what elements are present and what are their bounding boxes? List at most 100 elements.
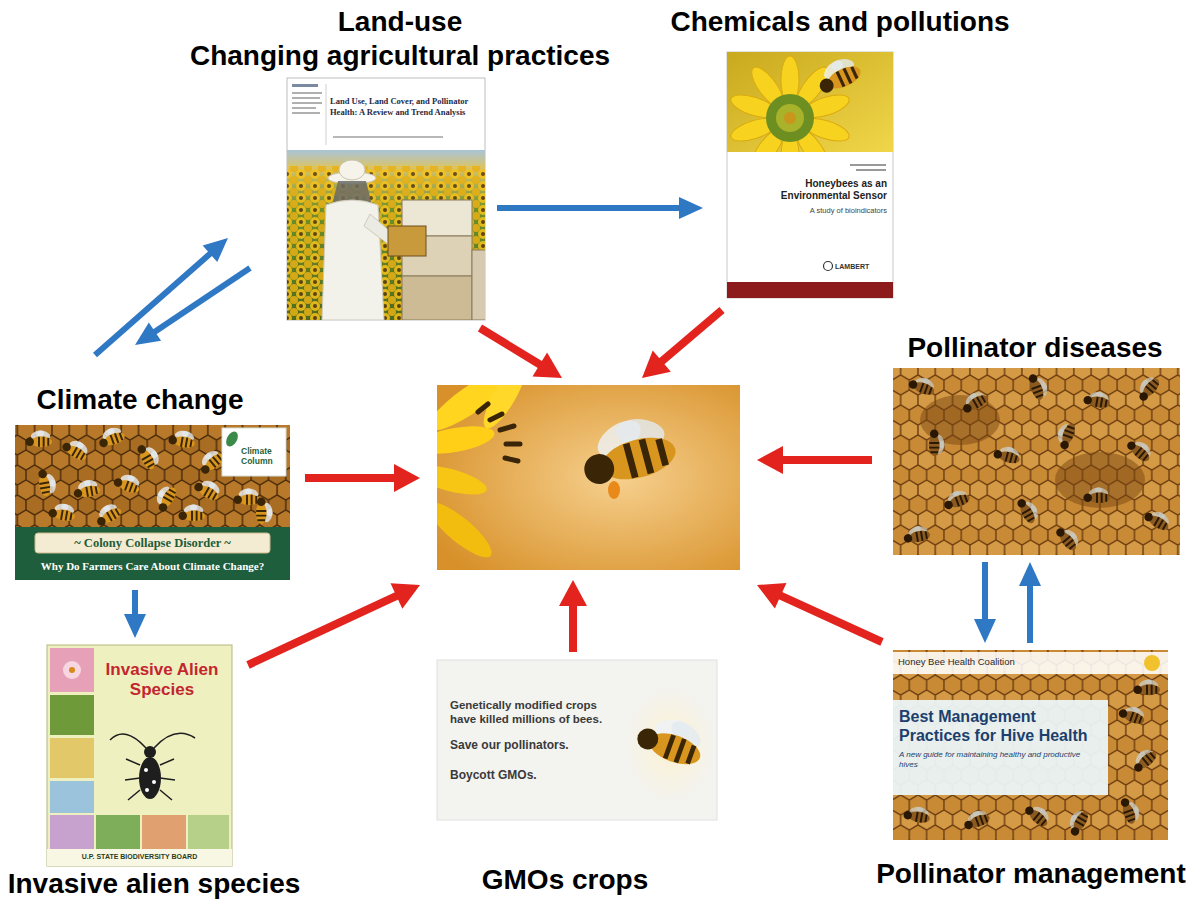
bee-photo-part-part bbox=[478, 404, 520, 461]
column-badge: Climate Column bbox=[241, 446, 285, 466]
arrow-head bbox=[394, 464, 420, 492]
climate-poster-part-part bbox=[178, 503, 205, 521]
bee-photo-part-part bbox=[437, 460, 490, 501]
publisher-name: Honey Bee Health Coalition bbox=[898, 656, 1098, 668]
species-poster-part bbox=[69, 667, 75, 673]
brood-comb-photo-part-part bbox=[1027, 371, 1052, 402]
diseases-node: Pollinator diseases bbox=[893, 368, 1180, 555]
gmo-advert-part bbox=[633, 705, 710, 770]
arrow-shaft bbox=[569, 604, 577, 652]
brood-comb-photo-part-part bbox=[1055, 452, 1145, 508]
species-poster-part bbox=[50, 738, 94, 778]
climate-poster-part-part bbox=[48, 500, 77, 523]
book-title: Honeybees as an Environmental Sensor bbox=[775, 178, 887, 202]
species-poster-part bbox=[47, 645, 232, 866]
climate-node: Climate changeClimate Column~ Colony Col… bbox=[15, 425, 290, 580]
species-poster-part bbox=[50, 695, 94, 735]
climate-poster-part bbox=[224, 430, 241, 449]
arrow-head bbox=[203, 238, 228, 262]
book-cover-part bbox=[727, 52, 893, 152]
species-poster-part bbox=[152, 780, 156, 784]
species-poster-part bbox=[144, 746, 156, 758]
climate-poster bbox=[15, 423, 290, 580]
hive-guide-cover-part-part bbox=[1023, 799, 1055, 829]
brood-comb-photo-part-part bbox=[1142, 505, 1174, 533]
impact-arrow bbox=[757, 446, 872, 474]
impact-arrow bbox=[248, 583, 420, 665]
brood-comb-photo-part-part bbox=[1125, 434, 1157, 464]
category-heading: Invasive alien species bbox=[4, 868, 304, 900]
gmo-advert-part bbox=[437, 660, 717, 820]
publisher-logo: LAMBERT bbox=[835, 262, 885, 271]
brood-comb-photo-part-part bbox=[929, 429, 946, 456]
hive-guide-cover bbox=[893, 650, 1168, 840]
brood-comb-photo-part-part bbox=[1083, 388, 1112, 410]
species-poster-part bbox=[63, 661, 81, 679]
book-subtitle: A study of bioindicators bbox=[775, 206, 887, 215]
species-poster-part bbox=[47, 849, 232, 866]
brood-comb-photo-part-part bbox=[1015, 494, 1043, 526]
book-cover-part bbox=[727, 52, 893, 298]
publisher-name: U.P. STATE BIODIVERSITY BOARD bbox=[50, 852, 229, 861]
arrow-head bbox=[642, 350, 671, 378]
guide-title: Best Management Practices for Hive Healt… bbox=[899, 707, 1104, 745]
category-heading: Land-use bbox=[250, 6, 550, 38]
invasive-node: Invasive Alien SpeciesU.P. STATE BIODIVE… bbox=[47, 645, 232, 866]
guide-subtitle: A new guide for maintaining healthy and … bbox=[899, 750, 1099, 770]
arrow-shaft bbox=[781, 456, 872, 464]
report-cover-part bbox=[292, 102, 322, 104]
category-heading: Pollinator management bbox=[870, 858, 1192, 890]
book-cover-part-part bbox=[811, 52, 864, 97]
species-poster-part bbox=[188, 815, 229, 849]
report-cover-part bbox=[287, 78, 485, 320]
bee-photo bbox=[410, 357, 740, 570]
hive-guide-cover-part bbox=[1144, 655, 1160, 671]
category-heading: Changing agricultural practices bbox=[150, 40, 650, 72]
climate-poster-part-part bbox=[135, 439, 164, 471]
poster-title: Invasive Alien Species bbox=[100, 660, 224, 700]
impact-arrow bbox=[559, 580, 587, 652]
hive-guide-cover-part-part bbox=[961, 806, 992, 831]
arrow-shaft bbox=[497, 205, 681, 211]
arrow-head bbox=[559, 580, 587, 606]
species-poster-part bbox=[144, 768, 148, 772]
management-node: Honey Bee Health CoalitionBest Managemen… bbox=[893, 650, 1168, 840]
brood-comb-photo-part-part bbox=[1083, 486, 1110, 503]
climate-poster-part-part bbox=[233, 487, 260, 505]
hive-guide-cover-part-part bbox=[1063, 806, 1091, 838]
arrow-head bbox=[135, 323, 161, 345]
species-poster-part bbox=[50, 781, 94, 813]
report-cover-part bbox=[326, 84, 327, 145]
link-arrow bbox=[497, 197, 703, 219]
climate-poster-part-part bbox=[95, 425, 126, 449]
arrow-head bbox=[124, 614, 146, 638]
link-arrow bbox=[124, 590, 146, 638]
species-poster-part bbox=[50, 815, 94, 849]
brood-comb-photo-part-part bbox=[1054, 522, 1084, 554]
report-cover-part-part bbox=[388, 226, 426, 256]
category-heading: GMOs crops bbox=[415, 864, 715, 896]
climate-poster-part-part bbox=[112, 469, 143, 495]
brood-comb-photo-part-part bbox=[958, 387, 990, 415]
species-poster-part bbox=[139, 757, 161, 799]
species-poster-part bbox=[96, 815, 140, 849]
link-arrow bbox=[974, 562, 996, 643]
climate-poster-part bbox=[35, 533, 270, 553]
climate-poster-part-part bbox=[194, 445, 226, 476]
hive-guide-cover-part-part bbox=[1133, 678, 1160, 695]
climate-poster-part bbox=[15, 527, 290, 580]
hive-guide-cover-part-part bbox=[903, 803, 932, 825]
climate-poster-part-part bbox=[60, 434, 92, 463]
report-cover-part-part bbox=[402, 276, 472, 320]
book-cover bbox=[727, 51, 893, 298]
arrow-head bbox=[1019, 562, 1041, 586]
species-poster-part bbox=[145, 788, 149, 792]
bee-photo-part-part bbox=[437, 421, 496, 459]
book-cover-part bbox=[824, 262, 833, 271]
book-cover-part-part bbox=[766, 94, 814, 142]
link-arrow bbox=[135, 268, 250, 345]
brood-comb-photo-part-part bbox=[1132, 372, 1162, 404]
report-cover-part bbox=[292, 107, 316, 109]
